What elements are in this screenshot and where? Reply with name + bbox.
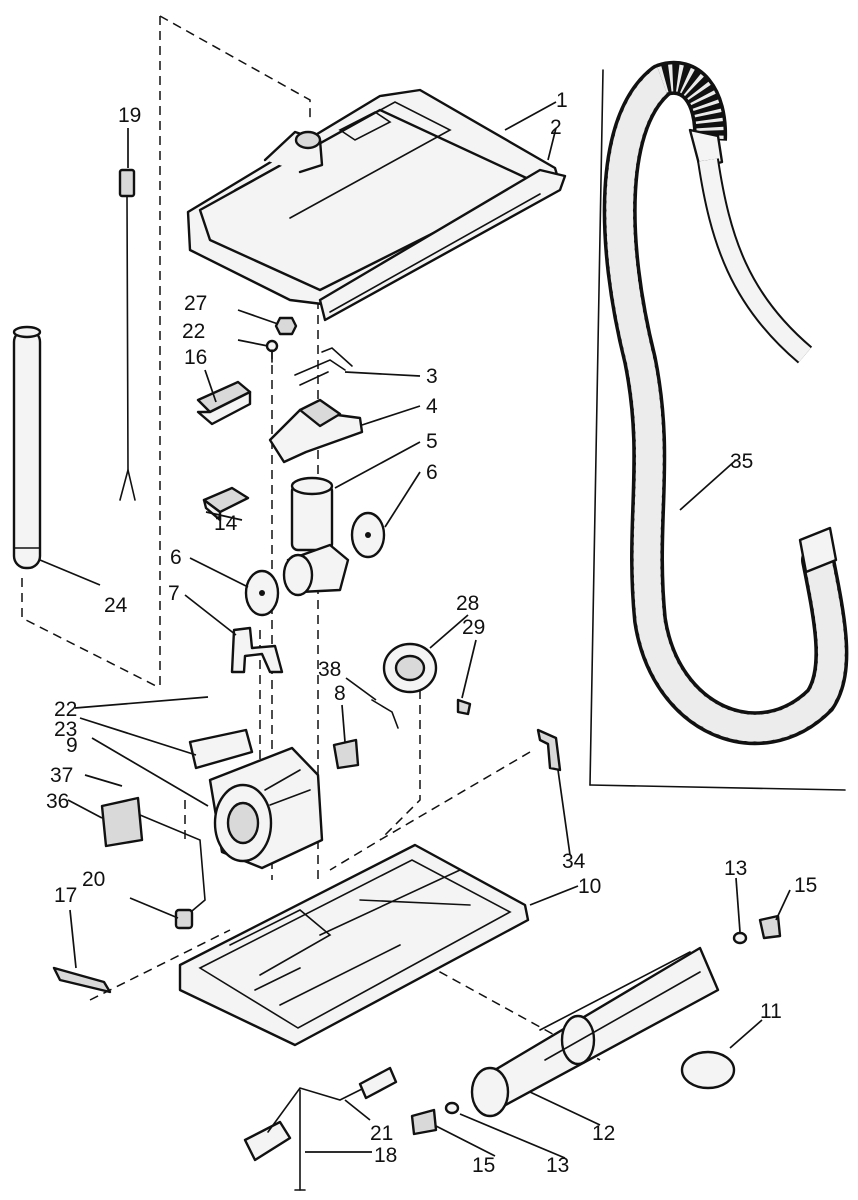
callout-34: 34 bbox=[562, 850, 586, 873]
callout-15-bottom: 15 bbox=[472, 1154, 495, 1177]
callout-22-middle: 22 bbox=[54, 698, 77, 721]
callout-28: 28 bbox=[456, 592, 479, 615]
callout-16: 16 bbox=[184, 346, 207, 369]
power-cord bbox=[118, 168, 136, 501]
fan-assembly bbox=[244, 476, 386, 617]
callout-19: 19 bbox=[118, 104, 141, 127]
callout-leaders bbox=[39, 101, 791, 1159]
callout-14: 14 bbox=[214, 512, 238, 535]
latch bbox=[536, 728, 562, 772]
hose bbox=[602, 60, 849, 746]
callout-23: 23 bbox=[54, 718, 77, 741]
motor-small-parts bbox=[371, 642, 472, 729]
callout-12: 12 bbox=[592, 1122, 615, 1145]
callout-29: 29 bbox=[462, 616, 485, 639]
callout-15-right: 15 bbox=[794, 874, 817, 897]
callout-1: 1 bbox=[556, 89, 568, 112]
brushroll-assembly bbox=[410, 914, 782, 1136]
callout-8: 8 bbox=[334, 682, 346, 705]
callout-37: 37 bbox=[50, 764, 73, 787]
base-housing bbox=[178, 843, 530, 1047]
nut-and-screw bbox=[265, 316, 298, 363]
callout-36: 36 bbox=[46, 790, 69, 813]
callout-9: 9 bbox=[66, 734, 78, 757]
motor bbox=[100, 728, 360, 930]
hood-assembly bbox=[186, 88, 567, 322]
callout-3: 3 bbox=[426, 365, 438, 388]
clip bbox=[230, 626, 284, 674]
callout-10: 10 bbox=[578, 875, 601, 898]
handle-tube bbox=[12, 325, 42, 570]
brackets bbox=[268, 347, 364, 464]
callout-22-top: 22 bbox=[182, 320, 205, 343]
hose-frame bbox=[589, 69, 846, 791]
callout-6-left: 6 bbox=[170, 546, 182, 569]
callout-38: 38 bbox=[318, 658, 341, 681]
callout-21: 21 bbox=[370, 1122, 393, 1145]
callout-5: 5 bbox=[426, 430, 438, 453]
callout-27: 27 bbox=[184, 292, 207, 315]
callout-2: 2 bbox=[550, 116, 562, 139]
callout-13-bottom: 13 bbox=[546, 1154, 569, 1177]
callout-35: 35 bbox=[730, 450, 753, 473]
plate bbox=[52, 966, 112, 994]
callout-13-top: 13 bbox=[724, 857, 747, 880]
callout-4: 4 bbox=[426, 395, 438, 418]
callout-6-right: 6 bbox=[426, 461, 438, 484]
callout-labels: 1 2 3 4 5 6 6 7 8 9 10 11 12 13 13 14 15… bbox=[46, 89, 817, 1177]
callout-7: 7 bbox=[168, 582, 180, 605]
callout-24: 24 bbox=[104, 594, 128, 617]
callout-11: 11 bbox=[760, 1000, 782, 1023]
filters bbox=[196, 380, 252, 522]
callout-18: 18 bbox=[374, 1144, 397, 1167]
callout-17: 17 bbox=[54, 884, 77, 907]
handle-lever bbox=[243, 1066, 398, 1191]
callout-20: 20 bbox=[82, 868, 105, 891]
